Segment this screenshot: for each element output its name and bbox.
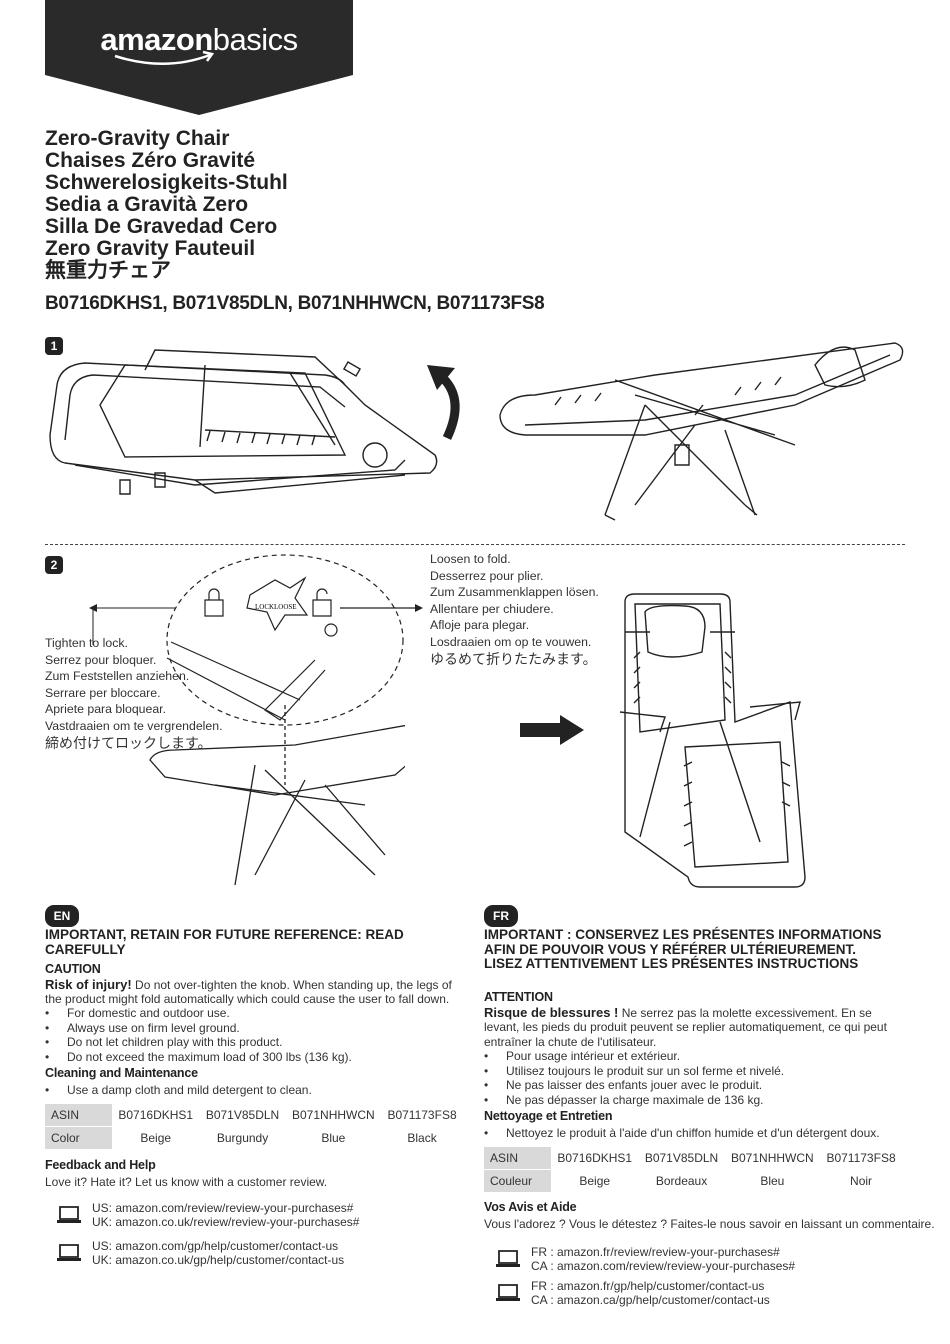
list-item: Utilisez toujours le produit sur un sol … [484, 1064, 906, 1079]
laptop-icon [57, 1243, 81, 1261]
list-item: Always use on firm level ground. [45, 1021, 455, 1036]
list-item: Do not let children play with this produ… [45, 1035, 455, 1050]
fr-caution-heading: ATTENTION [484, 990, 553, 1004]
title-nl: Zero Gravity Fauteuil [45, 237, 256, 260]
reclined-chair-small-illustration [145, 705, 405, 895]
link[interactable]: UK: amazon.co.uk/gp/help/customer/contac… [92, 1253, 345, 1267]
en-cleaning-heading: Cleaning and Maintenance [45, 1066, 198, 1080]
title-fr: Chaises Zéro Gravité [45, 149, 256, 172]
fr-contact-links: FR : amazon.fr/gp/help/customer/contact-… [531, 1279, 770, 1307]
reclined-chair-illustration [495, 335, 910, 535]
fr-cleaning-heading: Nettoyage et Entretien [484, 1109, 613, 1123]
title-en: Zero-Gravity Chair [45, 127, 230, 150]
laptop-icon [496, 1283, 520, 1301]
link[interactable]: FR : amazon.fr/review/review-your-purcha… [531, 1245, 780, 1259]
arrow-right-icon [520, 715, 584, 745]
folded-chair-illustration [45, 345, 445, 505]
fr-important-heading: IMPORTANT : CONSERVEZ LES PRÉSENTES INFO… [484, 927, 882, 971]
section-divider [45, 544, 905, 545]
en-contact-links: US: amazon.com/gp/help/customer/contact-… [92, 1239, 344, 1267]
fr-feedback-text: Vous l'adorez ? Vous le détestez ? Faite… [484, 1217, 935, 1231]
brand-logo: amazonbasics [100, 22, 298, 57]
knob-lock-label: LOCK [255, 603, 274, 611]
step-1-badge: 1 [45, 337, 63, 355]
link[interactable]: UK: amazon.co.uk/review/review-your-purc… [92, 1215, 360, 1229]
fr-review-links: FR : amazon.fr/review/review-your-purcha… [531, 1245, 795, 1273]
list-item: Ne pas dépasser la charge maximale de 13… [484, 1093, 906, 1108]
en-caution-heading: CAUTION [45, 962, 101, 976]
knob-detail-illustration: LOCK LOOSE [89, 550, 423, 740]
list-item: Ne pas laisser des enfants jouer avec le… [484, 1078, 906, 1093]
list-item: Nettoyez le produit à l'aide d'un chiffo… [484, 1126, 906, 1141]
link[interactable]: US: amazon.com/review/review-your-purcha… [92, 1201, 354, 1215]
title-it: Sedia a Gravità Zero [45, 193, 249, 216]
list-item: Pour usage intérieur et extérieur. [484, 1049, 906, 1064]
title-jp: 無重力チェア [45, 259, 171, 282]
en-risk-paragraph: Risk of injury! Do not over-tighten the … [45, 977, 452, 1007]
link[interactable]: FR : amazon.fr/gp/help/customer/contact-… [531, 1279, 765, 1293]
list-item: Do not exceed the maximum load of 300 lb… [45, 1050, 455, 1065]
list-item: Use a damp cloth and mild detergent to c… [45, 1083, 455, 1098]
link[interactable]: CA : amazon.com/review/review-your-purch… [531, 1259, 796, 1273]
loosen-caption: Loosen to fold.Desserrez pour plier.Zum … [430, 552, 599, 667]
rotate-arrow-icon [427, 365, 470, 440]
laptop-icon [57, 1205, 81, 1223]
title-es: Silla De Gravedad Cero [45, 215, 278, 238]
link[interactable]: US: amazon.com/gp/help/customer/contact-… [92, 1239, 339, 1253]
link[interactable]: CA : amazon.ca/gp/help/customer/contact-… [531, 1293, 770, 1307]
knob-loose-label: LOOSE [274, 603, 297, 611]
laptop-icon [496, 1249, 520, 1267]
en-feedback-text: Love it? Hate it? Let us know with a cus… [45, 1175, 328, 1189]
title-de: Schwerelosigkeits-Stuhl [45, 171, 288, 194]
fr-risk-paragraph: Risque de blessures ! Ne serrez pas la m… [484, 1005, 887, 1049]
fr-feedback-heading: Vos Avis et Aide [484, 1200, 577, 1214]
en-safety-list: For domestic and outdoor use. Always use… [45, 1006, 455, 1064]
en-important-heading: IMPORTANT, RETAIN FOR FUTURE REFERENCE: … [45, 927, 404, 957]
lang-badge-fr: FR [484, 905, 518, 927]
model-numbers: B0716DKHS1, B071V85DLN, B071NHHWCN, B071… [45, 293, 545, 314]
logo-banner [45, 0, 353, 115]
list-item: For domestic and outdoor use. [45, 1006, 455, 1021]
fr-safety-list: Pour usage intérieur et extérieur. Utili… [484, 1049, 906, 1107]
tighten-caption: Tighten to lock.Serrez pour bloquer.Zum … [45, 636, 223, 751]
lang-badge-en: EN [45, 905, 79, 927]
step-2-badge: 2 [45, 556, 63, 574]
en-cleaning-list: Use a damp cloth and mild detergent to c… [45, 1083, 455, 1098]
fr-cleaning-list: Nettoyez le produit à l'aide d'un chiffo… [484, 1126, 906, 1141]
en-review-links: US: amazon.com/review/review-your-purcha… [92, 1201, 359, 1229]
folded-upright-chair-illustration [610, 592, 810, 892]
en-feedback-heading: Feedback and Help [45, 1158, 156, 1172]
